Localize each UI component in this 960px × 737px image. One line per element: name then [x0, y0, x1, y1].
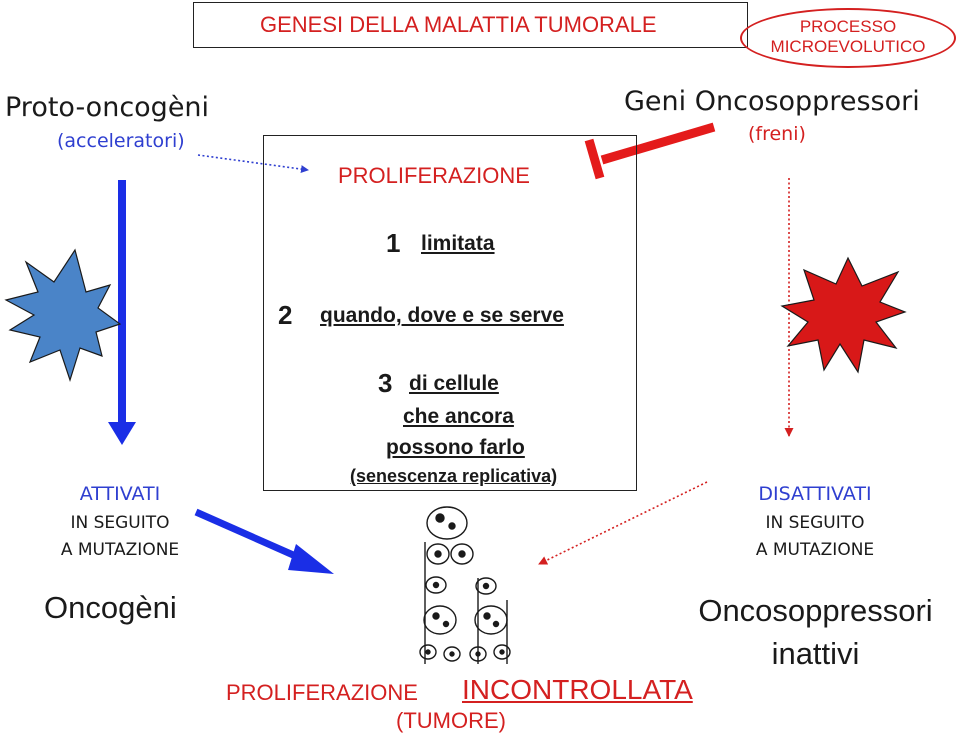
suppressor-arrow	[538, 481, 708, 565]
deactivated-label: DISATTIVATI	[758, 483, 872, 505]
bottom-uncontrolled-label: INCONTROLLATA	[462, 674, 693, 705]
inhibition-arrow	[584, 122, 716, 180]
oncogene-arrow	[194, 508, 334, 574]
bottom-proliferation-label: PROLIFERAZIONE	[226, 680, 418, 705]
inactive-suppressors-line2: inattivi	[771, 636, 860, 671]
proto-oncogenes-subtitle: (acceleratori)	[57, 130, 185, 152]
activation-arrow-down	[108, 180, 136, 445]
process-oval	[740, 8, 956, 68]
step3-line2: che ancora	[403, 405, 514, 428]
proliferation-label: PROLIFERAZIONE	[338, 163, 530, 188]
proliferation-box	[263, 135, 637, 491]
deactivated-cause-line2: A MUTAZIONE	[755, 540, 875, 560]
activated-cause-line1: IN SEGUITO	[70, 513, 170, 533]
step2-number: 2	[278, 300, 293, 330]
oncogenes-label: Oncogèni	[44, 590, 177, 625]
suppressor-genes-subtitle: (freni)	[748, 123, 806, 145]
proto-oncogenes-title: Proto-oncogèni	[5, 92, 210, 123]
cell-division-drawing-icon	[419, 506, 511, 664]
step3-line1: di cellule	[409, 372, 499, 395]
inactive-suppressors-line1: Oncosoppressori	[698, 593, 933, 628]
step2-text: quando, dove e se serve	[320, 304, 564, 327]
step3-number: 3	[378, 368, 393, 398]
deactivated-cause-line1: IN SEGUITO	[765, 513, 865, 533]
mutation-star-red-icon	[780, 256, 907, 374]
step1-number: 1	[386, 228, 401, 258]
activated-label: ATTIVATI	[79, 483, 161, 505]
step3-line4: (senescenza replicativa)	[350, 466, 558, 486]
process-label-line1: PROCESSO	[799, 17, 897, 36]
step3-line3: possono farlo	[386, 436, 525, 459]
step1-text: limitata	[421, 232, 495, 255]
bottom-tumor-label: (TUMORE)	[396, 708, 506, 733]
process-label-line2: MICROEVOLUTICO	[770, 37, 926, 56]
page-title: GENESI DELLA MALATTIA TUMORALE	[260, 12, 657, 37]
suppressor-genes-title: Geni Oncosoppressori	[624, 86, 920, 117]
title-box	[193, 2, 748, 48]
accelerator-arrow	[197, 154, 309, 174]
mutation-star-blue-icon	[4, 248, 122, 382]
activated-cause-line2: A MUTAZIONE	[60, 540, 180, 560]
